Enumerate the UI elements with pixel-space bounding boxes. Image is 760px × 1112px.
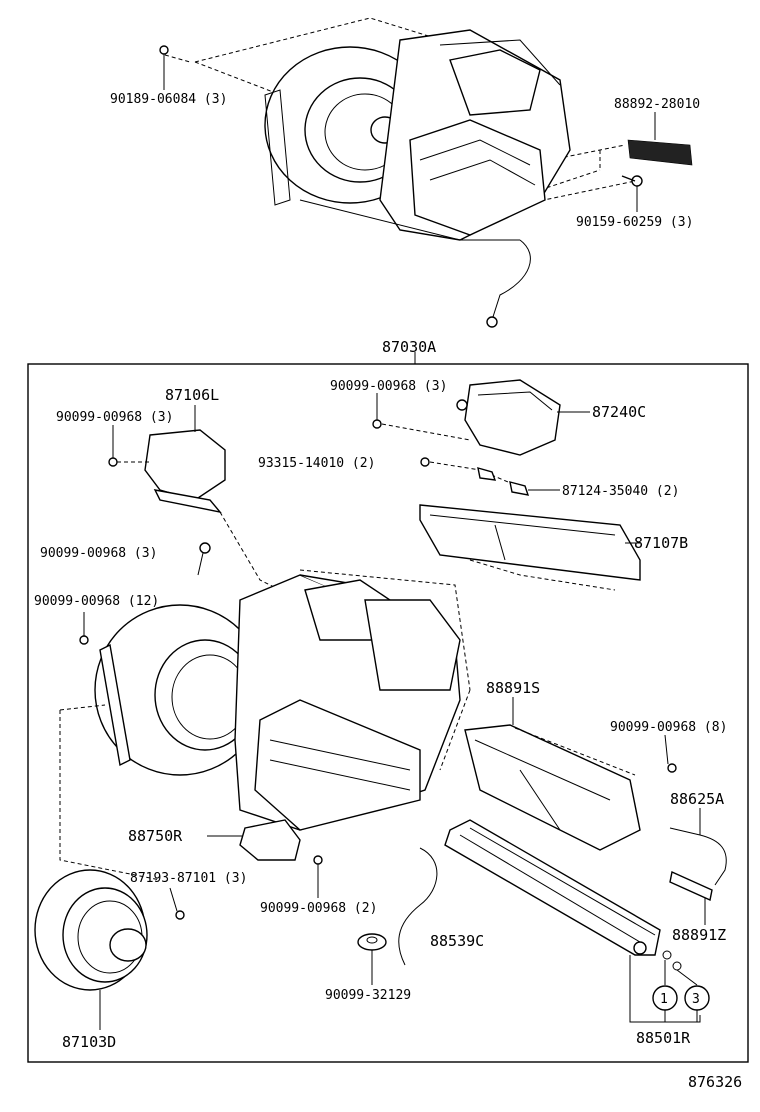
label-clip-screw: 93315-14010 (2) xyxy=(258,456,375,471)
clip-drawing xyxy=(420,457,560,496)
label-oring-1: 1 xyxy=(660,992,668,1007)
drain-hose-drawing xyxy=(398,847,438,966)
label-blower-screw: 87193-87101 (3) xyxy=(130,871,247,886)
label-case-screw-b: 90099-00968 (12) xyxy=(34,594,159,609)
label-servo-screw: 90099-00968 (3) xyxy=(56,410,173,425)
diagram-code: 876326 xyxy=(688,1073,742,1091)
label-heater-core: 87107B xyxy=(634,534,688,552)
grommet-drawing xyxy=(357,933,387,985)
label-cover: 88891S xyxy=(486,679,540,697)
label-drain-hose: 88539C xyxy=(430,932,484,950)
blower-drawing xyxy=(34,869,148,1030)
label-valve: 88891Z xyxy=(672,926,726,944)
label-cover-screw: 90099-00968 (8) xyxy=(610,720,727,735)
evaporator-drawing xyxy=(444,819,710,1023)
label-oring-3: 3 xyxy=(692,992,700,1007)
label-top-screw: 90159-60259 (3) xyxy=(576,215,693,230)
label-pipe: 88625A xyxy=(670,790,724,808)
label-motor-unit: 87240C xyxy=(592,403,646,421)
label-case-screw-a: 90099-00968 (3) xyxy=(40,546,157,561)
cover-drawing xyxy=(464,697,677,851)
label-motor-screw: 90099-00968 (3) xyxy=(330,379,447,394)
label-evaporator: 88501R xyxy=(636,1029,691,1047)
servo-drawing xyxy=(108,405,301,601)
label-top-connector: 88892-28010 xyxy=(614,97,700,112)
pipe-drawing xyxy=(669,808,727,886)
label-grommet: 90099-32129 xyxy=(325,988,411,1003)
label-assembly: 87030A xyxy=(382,338,436,356)
top-assembly-drawing xyxy=(159,17,693,328)
valve-drawing xyxy=(669,871,713,925)
heater-core-drawing xyxy=(419,504,641,591)
resistor-drawing xyxy=(207,819,301,861)
main-case-drawing xyxy=(59,542,471,881)
assembly-frame xyxy=(27,363,749,1063)
motor-unit-drawing xyxy=(456,379,590,456)
label-resistor-screw: 90099-00968 (2) xyxy=(260,901,377,916)
label-servo: 87106L xyxy=(165,386,219,404)
label-blower: 87103D xyxy=(62,1033,116,1051)
label-top-bolt: 90189-06084 (3) xyxy=(110,92,227,107)
label-clip: 87124-35040 (2) xyxy=(562,484,679,499)
label-resistor: 88750R xyxy=(128,827,183,845)
